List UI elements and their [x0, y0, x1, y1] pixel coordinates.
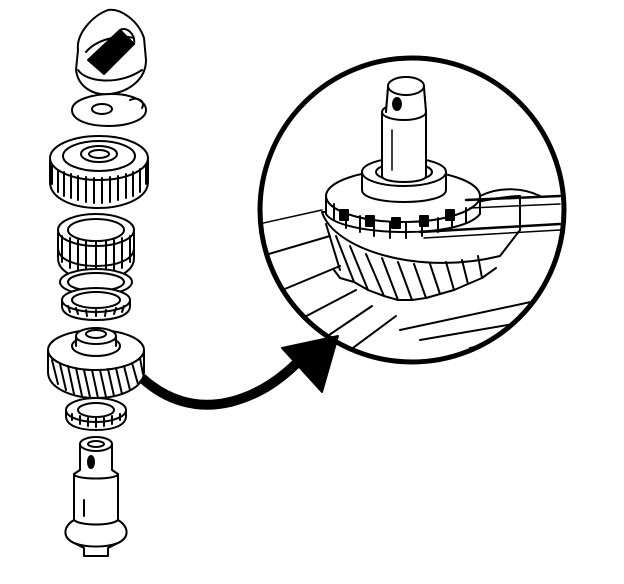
thrust-washer — [71, 93, 147, 127]
detail-inset — [257, 55, 567, 365]
feeler-gauge — [418, 188, 562, 239]
shift-fork-cap — [75, 8, 147, 96]
upper-gear — [49, 135, 149, 209]
pointer-arrow — [138, 335, 339, 410]
needle-bearing — [61, 287, 131, 321]
lower-helical-gear — [47, 327, 145, 399]
thrust-bearing — [65, 397, 127, 431]
mainshaft — [64, 436, 128, 557]
inset-shaft — [381, 76, 427, 183]
